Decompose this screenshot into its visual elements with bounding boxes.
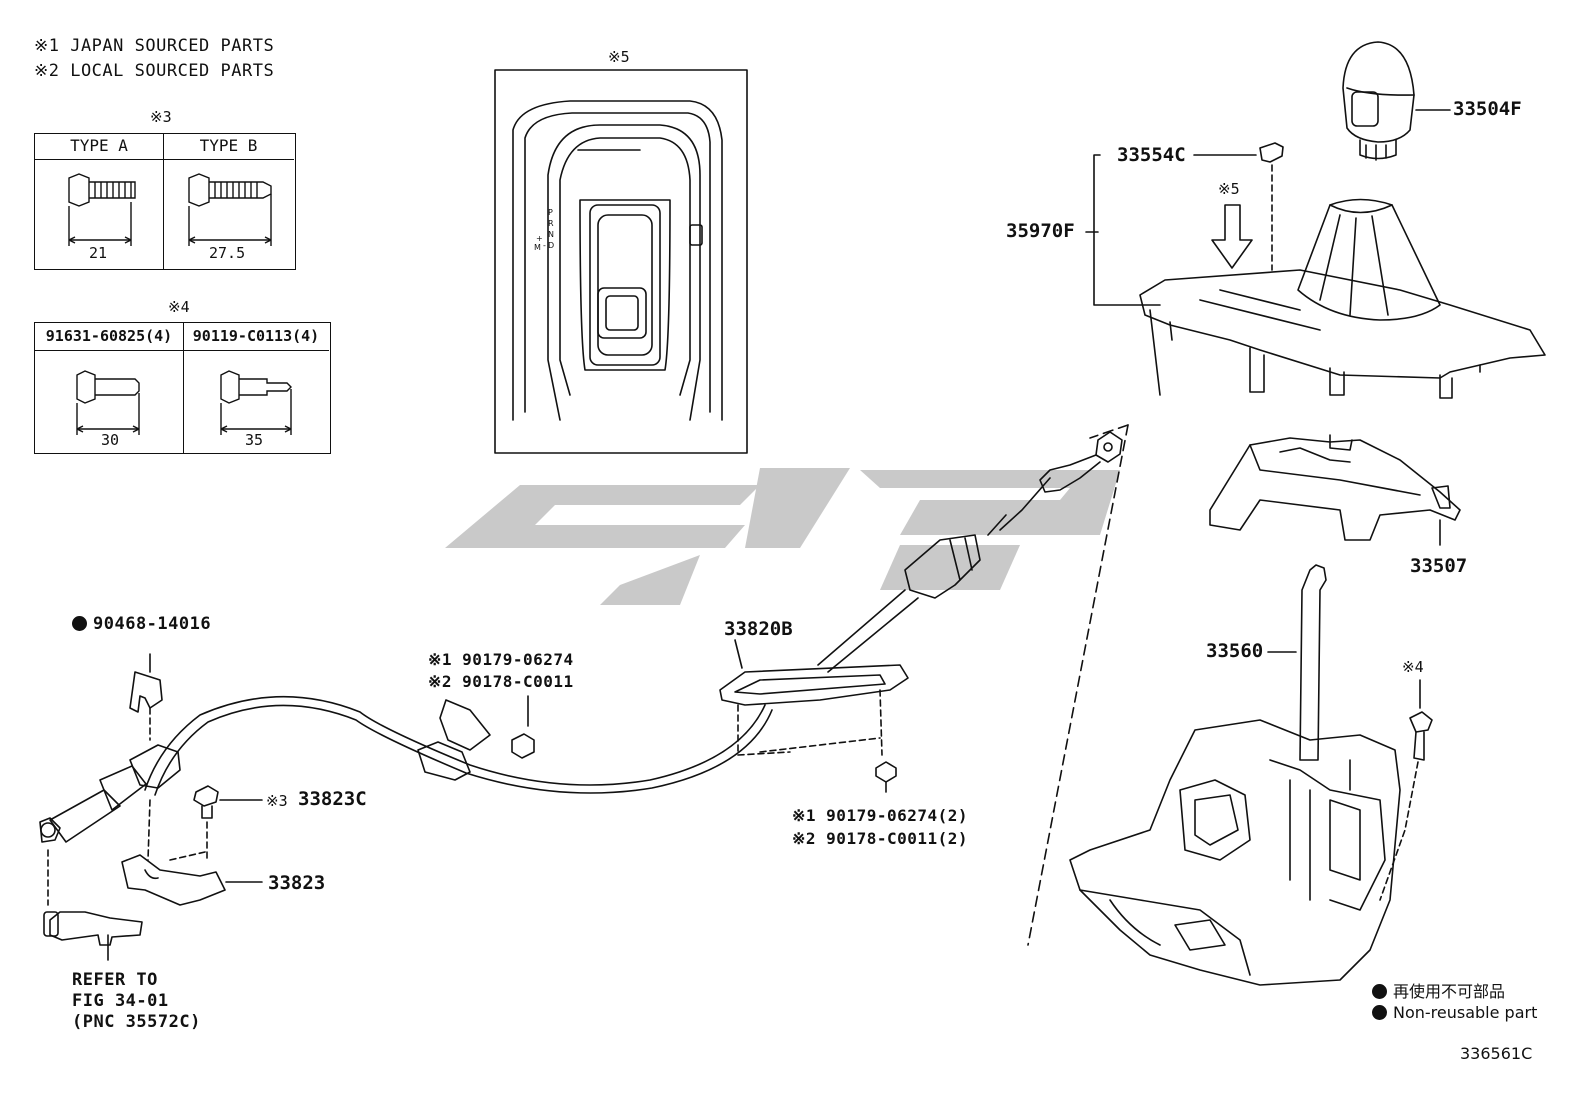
legend-non-reusable-jp: 再使用不可部品: [1372, 978, 1505, 1002]
box5-mark: ※5: [608, 48, 630, 66]
legend-dot-icon: [1372, 1005, 1387, 1020]
gear-r: R: [548, 219, 554, 228]
label-33560: 33560: [1206, 640, 1264, 662]
legend-jp-text: 再使用不可部品: [1393, 982, 1506, 1001]
shift-lever-assembly-33560: [1069, 564, 1433, 986]
label-mark3-bolt: ※3: [266, 792, 288, 810]
label-33504f: 33504F: [1453, 98, 1522, 120]
label-33820b: 33820B: [724, 618, 793, 640]
box3-mark: ※3: [150, 108, 172, 126]
bolt-91631-icon: [76, 370, 140, 435]
label-mark5-arrow: ※5: [1218, 180, 1240, 198]
label-nut-top-2: ※2 90178-C0011: [428, 672, 574, 691]
gear-d: D: [548, 241, 555, 250]
label-33823: 33823: [268, 872, 326, 894]
label-33507: 33507: [1410, 555, 1468, 577]
table-divider: [163, 134, 164, 269]
type-b-length: 27.5: [209, 244, 246, 262]
shift-panel-illustration: [512, 100, 723, 421]
gear-m: M: [534, 243, 541, 252]
note-local-sourced: ※2 LOCAL SOURCED PARTS: [34, 61, 275, 81]
watermark-logo: [445, 468, 1120, 605]
refer-line-3: (PNC 35572C): [72, 1012, 201, 1032]
note-japan-sourced: ※1 JAPAN SOURCED PARTS: [34, 36, 275, 56]
gear-minus: -: [543, 241, 546, 250]
bolt-90119-length: 35: [245, 431, 264, 449]
label-nut-top-1: ※1 90179-06274: [428, 650, 574, 669]
label-90468-text: 90468-14016: [93, 614, 212, 634]
figure-id: 336561C: [1460, 1044, 1533, 1063]
gear-p: P: [548, 208, 553, 217]
detail-box-5: [494, 69, 748, 454]
refer-line-2: FIG 34-01: [72, 991, 169, 1011]
refer-line-1: REFER TO: [72, 970, 158, 990]
gear-plus: +: [536, 234, 543, 243]
label-nut-bottom-1: ※1 90179-06274(2): [792, 806, 969, 825]
bolt-91631-length: 30: [101, 431, 120, 449]
clip-33554c: [1193, 142, 1284, 271]
non-reusable-dot-icon: [72, 616, 87, 631]
label-33554c: 33554C: [1117, 144, 1186, 166]
label-35970f: 35970F: [1006, 220, 1075, 242]
bolt-90119-icon: [220, 370, 292, 435]
legend-dot-icon: [1372, 984, 1387, 999]
bolt-type-a-icon: [68, 173, 136, 246]
label-mark4-bolt: ※4: [1402, 658, 1424, 676]
bolt-91631-header: 91631-60825(4): [35, 323, 183, 351]
legend-non-reusable-en: Non-reusable part: [1372, 1003, 1537, 1022]
gear-n: N: [548, 230, 554, 239]
label-33823c: 33823C: [298, 788, 367, 810]
shift-knob: [1342, 41, 1451, 161]
legend-en-text: Non-reusable part: [1393, 1003, 1538, 1022]
label-90468-14016: 90468-14016: [72, 614, 211, 634]
box4-mark: ※4: [168, 298, 190, 316]
bolt-90119-header: 90119-C0113(4): [183, 323, 329, 351]
table-divider: [183, 323, 184, 453]
housing-33507: [1209, 434, 1461, 546]
type-a-header: TYPE A: [35, 134, 163, 160]
type-b-header: TYPE B: [163, 134, 294, 160]
label-nut-bottom-2: ※2 90178-C0011(2): [792, 829, 969, 848]
shift-cable-33820b: [39, 431, 1123, 961]
type-a-length: 21: [89, 244, 108, 262]
bolt-part-table: 91631-60825(4) 90119-C0113(4) 30 35: [34, 322, 331, 454]
bolt-type-b-icon: [188, 173, 272, 246]
bolt-type-table: TYPE A TYPE B 21 27.5: [34, 133, 296, 270]
boot-35970f: [1085, 154, 1546, 399]
